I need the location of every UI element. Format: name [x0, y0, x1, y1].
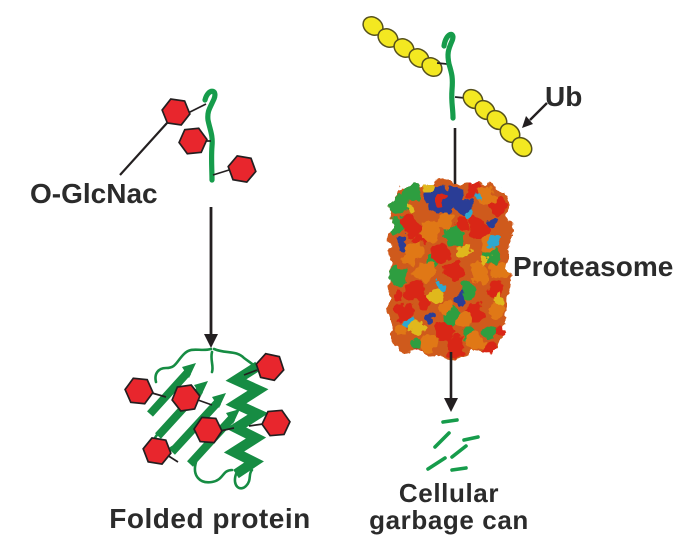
o-glcnac-label: O-GlcNac — [30, 178, 158, 209]
ubiquitin-chain-upper — [358, 12, 447, 81]
folded-protein — [122, 347, 292, 490]
glycan-hexagon — [176, 126, 210, 156]
o-glcnac-pointer-line — [119, 122, 168, 176]
proteasome-label: Proteasome — [513, 251, 673, 282]
arrow-to-fragments — [444, 352, 458, 412]
ubiquitinated-peptide-strand — [436, 31, 466, 121]
garbage-can-label-line2: garbage can — [369, 505, 529, 535]
ub-label: Ub — [545, 81, 582, 112]
peptide-fragments — [426, 418, 480, 472]
folded-protein-label: Folded protein — [109, 503, 310, 534]
glycan-hexagon — [252, 351, 288, 383]
arrow-to-folded-protein — [204, 207, 218, 348]
glycopeptide-strand — [159, 88, 259, 185]
ub-pointer-arrow — [522, 102, 548, 128]
glycan-hexagon — [140, 436, 174, 466]
proteasome-structure — [388, 181, 512, 357]
glycan-hexagon — [225, 153, 259, 185]
glycan-hexagon — [122, 376, 156, 406]
garbage-can-label-line1: Cellular — [399, 478, 499, 508]
glycan-hexagon — [159, 97, 193, 127]
